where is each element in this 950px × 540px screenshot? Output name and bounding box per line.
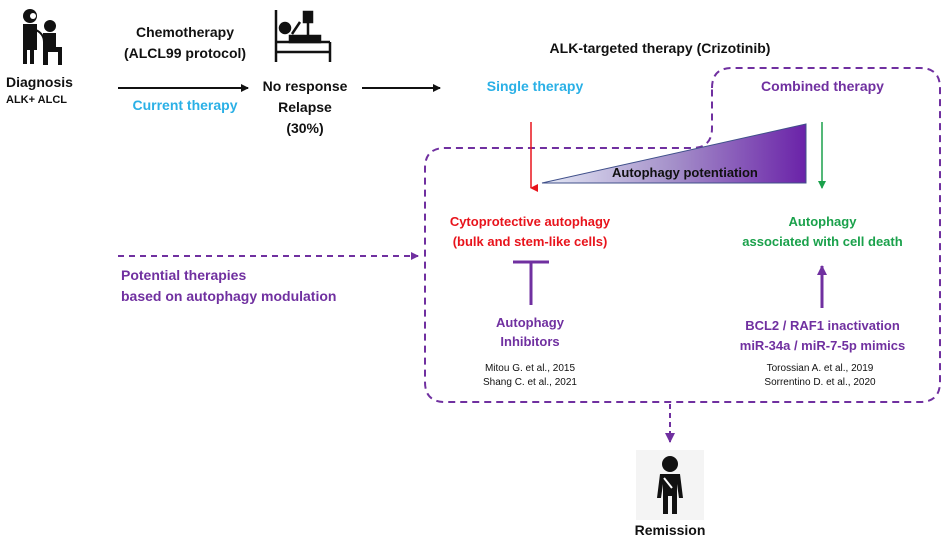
potential-therapies-label-1: Potential therapies (121, 267, 247, 283)
autophagy-potentiation-gradient (541, 123, 807, 184)
cytoprotective-autophagy-label: Cytoprotective autophagy (449, 214, 611, 229)
current-therapy-label: Current therapy (132, 97, 238, 113)
chemotherapy-protocol: (ALCL99 protocol) (123, 45, 247, 61)
mirna-mimics-label: miR-34a / miR-7-5p mimics (739, 338, 906, 353)
potential-therapies-label-2: based on autophagy modulation (121, 288, 337, 304)
diagnosis-title: Diagnosis (6, 74, 73, 90)
single-therapy-label: Single therapy (486, 78, 584, 94)
standing-person-icon (636, 450, 704, 520)
reference-right-2: Sorrentino D. et al., 2020 (764, 377, 876, 388)
chemotherapy-label: Chemotherapy (135, 24, 235, 40)
reference-left-2: Shang C. et al., 2021 (483, 377, 577, 388)
autophagy-cell-death-label-2: associated with cell death (742, 234, 903, 249)
bcl2-raf1-inactivation-label: BCL2 / RAF1 inactivation (745, 318, 900, 333)
doctor-patient-icon (23, 9, 62, 65)
therapy-container-outline (424, 67, 941, 403)
hospital-bed-patient-icon (274, 10, 332, 62)
autophagy-potentiation-label: Autophagy potentiation (612, 165, 758, 180)
cytoprotective-cells-label: (bulk and stem-like cells) (452, 234, 608, 249)
relapse-label: Relapse (278, 99, 332, 115)
autophagy-inhibitors-label-2: Inhibitors (500, 334, 560, 349)
inhibition-bar-icon (513, 260, 549, 305)
remission-label: Remission (634, 522, 706, 538)
alk-therapy-title: ALK-targeted therapy (Crizotinib) (549, 40, 771, 56)
diagnosis-subtitle: ALK+ ALCL (6, 94, 68, 106)
autophagy-inhibitors-label-1: Autophagy (496, 315, 564, 330)
reference-left-1: Mitou G. et al., 2015 (484, 363, 576, 374)
relapse-percent: (30%) (286, 120, 324, 136)
autophagy-cell-death-label-1: Autophagy (788, 214, 857, 229)
no-response-label: No response (262, 78, 348, 94)
reference-right-1: Torossian A. et al., 2019 (766, 363, 874, 374)
combined-therapy-label: Combined therapy (761, 78, 884, 94)
